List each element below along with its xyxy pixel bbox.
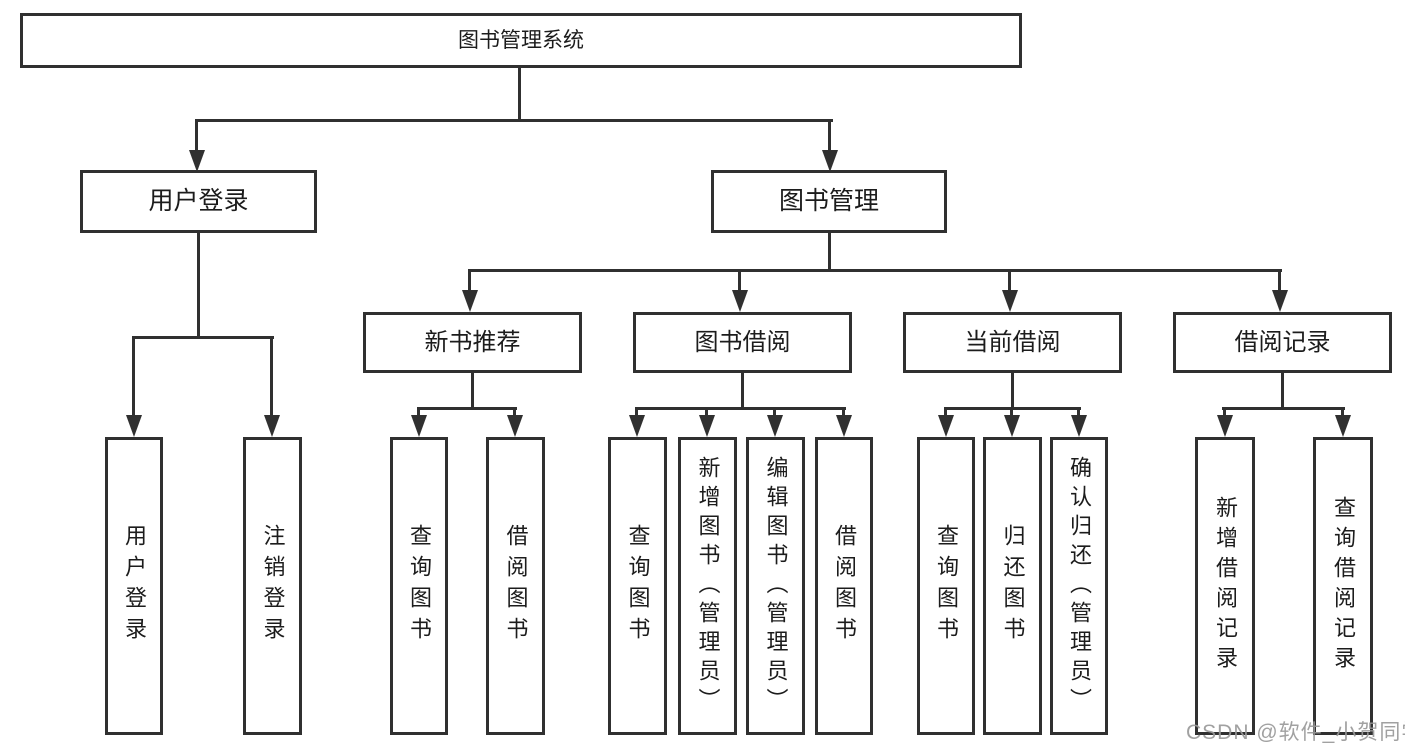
arrow-down-icon (635, 407, 638, 415)
leaf-return-book: 归还图书 (983, 437, 1042, 735)
leaf-logout: 注销登录 (243, 437, 302, 735)
arrow-down-icon (417, 407, 420, 415)
connector-line (196, 119, 833, 122)
node-book-borrow: 图书借阅 (633, 312, 852, 373)
connector-line (1011, 373, 1014, 407)
arrow-down-icon (1341, 407, 1344, 415)
connector-line (828, 233, 831, 269)
node-new-book-recommend: 新书推荐 (363, 312, 582, 373)
connector-line (468, 269, 1282, 272)
arrow-down-icon (468, 269, 471, 290)
arrow-down-icon (705, 407, 708, 415)
node-current-borrow: 当前借阅 (903, 312, 1122, 373)
leaf-edit-book-admin: 编辑图书（管理员） (746, 437, 805, 735)
node-borrow-record: 借阅记录 (1173, 312, 1392, 373)
node-user-login: 用户登录 (80, 170, 317, 233)
connector-line (1281, 373, 1284, 407)
connector-line (471, 373, 474, 407)
arrow-down-icon (1278, 269, 1281, 290)
arrow-down-icon (195, 119, 198, 150)
leaf-query-book-3: 查询图书 (917, 437, 975, 735)
arrow-down-icon (513, 407, 516, 415)
leaf-add-book-admin: 新增图书（管理员） (678, 437, 737, 735)
connector-line (418, 407, 517, 410)
leaf-query-book-2: 查询图书 (608, 437, 667, 735)
arrow-down-icon (1223, 407, 1226, 415)
leaf-borrow-book-2: 借阅图书 (815, 437, 873, 735)
leaf-query-borrow-record: 查询借阅记录 (1313, 437, 1373, 735)
connector-line (636, 407, 846, 410)
arrow-down-icon (944, 407, 947, 415)
connector-line (1222, 407, 1345, 410)
arrow-down-icon (132, 336, 135, 415)
connector-line (518, 68, 521, 119)
arrow-down-icon (1010, 407, 1013, 415)
connector-line (132, 336, 274, 339)
node-book-management: 图书管理 (711, 170, 947, 233)
node-library-system: 图书管理系统 (20, 13, 1022, 68)
arrow-down-icon (1077, 407, 1080, 415)
connector-line (197, 233, 200, 336)
arrow-down-icon (270, 336, 273, 415)
arrow-down-icon (773, 407, 776, 415)
arrow-down-icon (738, 269, 741, 290)
arrow-down-icon (842, 407, 845, 415)
leaf-query-book-1: 查询图书 (390, 437, 448, 735)
arrow-down-icon (828, 119, 831, 150)
leaf-add-borrow-record: 新增借阅记录 (1195, 437, 1255, 735)
leaf-user-login: 用户登录 (105, 437, 163, 735)
leaf-borrow-book-1: 借阅图书 (486, 437, 545, 735)
leaf-confirm-return-admin: 确认归还（管理员） (1050, 437, 1108, 735)
arrow-down-icon (1008, 269, 1011, 290)
connector-line (741, 373, 744, 407)
csdn-watermark: CSDN @软件_小贺同学 (1186, 721, 1405, 744)
